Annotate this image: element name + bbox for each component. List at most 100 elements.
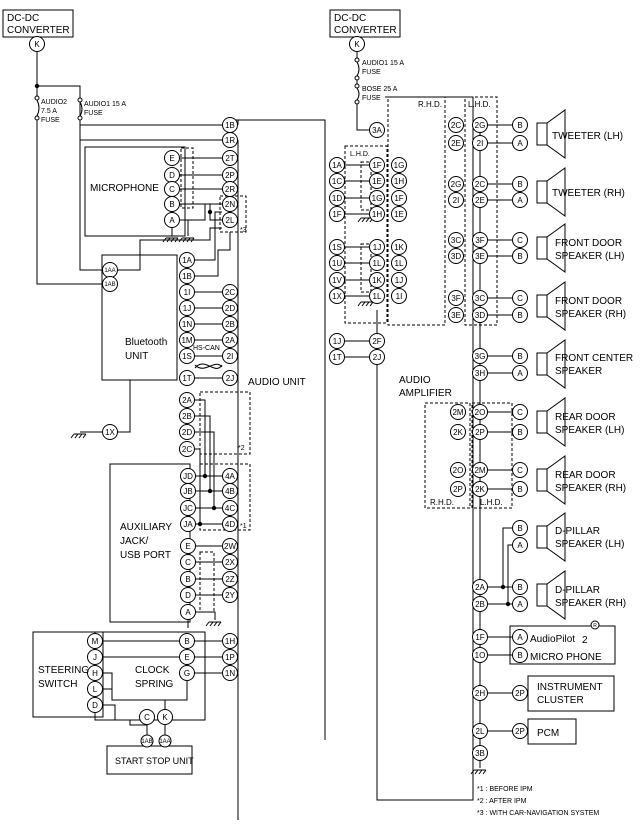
wire — [118, 227, 222, 271]
rhd-label: R.H.D. — [418, 100, 442, 109]
speaker-pin — [512, 579, 528, 595]
steering-pin-label: H — [92, 669, 98, 678]
clock-spring-pin — [179, 633, 195, 649]
fuse-symbol — [356, 87, 360, 101]
junction-dot — [34, 83, 40, 89]
rear-door-rh-speaker-cone — [546, 455, 566, 505]
amp-input-pin-label: 1K — [394, 243, 404, 252]
amp-input-pin-label: 1J — [395, 276, 403, 285]
wire — [180, 203, 222, 221]
fuse-symbol — [36, 99, 40, 117]
speaker-label: SPEAKER — [555, 366, 602, 377]
microphone-pin-label: D — [169, 171, 175, 180]
amp-input-pin-label: 1H — [394, 177, 404, 186]
speaker-pin — [512, 596, 528, 612]
amp-input-pin — [369, 206, 385, 222]
audio-unit-clock-pin-label: 1N — [225, 669, 235, 678]
amp-input-pin-label: 1X — [332, 292, 342, 301]
rhd-pin-label: 3E — [451, 311, 461, 320]
microphone-pin-label: B — [169, 200, 174, 209]
rhd-pin-label: 3D — [451, 252, 461, 261]
speaker-pin-label: B — [517, 252, 522, 261]
aux-pin-label: JC — [183, 504, 193, 513]
bluetooth-label: UNIT — [125, 351, 148, 362]
converter-left-pin — [29, 36, 45, 52]
fuse-terminal — [354, 57, 360, 63]
audio-unit-mic-pin-label: 2L — [226, 216, 235, 225]
audio-unit-aux-pin-label: 2X — [225, 558, 235, 567]
front-center-speaker-cone — [546, 339, 566, 389]
audio-unit-mic-pin — [222, 212, 238, 228]
audiopilot-sup: 2 — [582, 635, 588, 646]
speaker-pin — [512, 537, 528, 553]
speaker-pin-label: A — [517, 541, 523, 550]
steering-pin-label: L — [93, 685, 98, 694]
speaker-label: TWEETER (RH) — [552, 188, 625, 199]
lhd-pin-label: 2E — [475, 196, 485, 205]
clock-spring-pin-label: G — [184, 669, 190, 678]
amp-input-pin-label: 1L — [395, 259, 404, 268]
audio-unit-bt-pin-label: 2B — [225, 320, 235, 329]
bluetooth-pin — [179, 284, 195, 300]
amp-input-pin-label: 2F — [372, 337, 381, 346]
rear-door-lh-speaker-cone — [546, 397, 566, 447]
lhd-box — [464, 96, 498, 326]
amp-input-pin-label: 1S — [332, 243, 342, 252]
bluetooth-power-pin — [102, 276, 118, 292]
speaker-pin — [512, 481, 528, 497]
audio-unit-aux-pin — [222, 483, 238, 499]
lhd-label: L.H.D. — [480, 498, 503, 507]
ground-symbol — [357, 301, 362, 307]
speaker-label: FRONT DOOR — [555, 296, 622, 307]
rear-rhd-pin — [450, 481, 466, 497]
pcm-pin — [512, 723, 528, 739]
d-pillar-pin — [472, 579, 488, 595]
rhd-box — [387, 96, 446, 326]
aux-pin-label: A — [185, 608, 191, 617]
fuse-audio1-left-label: FUSE — [84, 110, 103, 117]
start-stop-label: START STOP UNIT — [115, 756, 194, 766]
lhd-label: L.H.D. — [468, 100, 491, 109]
amp-input-pin — [391, 288, 407, 304]
amplifier-label: AMPLIFIER — [399, 388, 452, 399]
audio-unit-bt-pin — [222, 284, 238, 300]
footnote-mark: *3 — [240, 227, 247, 234]
speaker-pin — [512, 348, 528, 364]
steering-pin — [87, 665, 103, 681]
instrument-label: INSTRUMENT — [537, 682, 603, 693]
amp-input-pin — [369, 173, 385, 189]
rhd-pin-label: 2C — [451, 121, 461, 130]
start-stop-conn-pin — [140, 734, 154, 748]
ground-symbol — [361, 301, 366, 307]
fuse-audio2-label: AUDIO2 — [41, 99, 67, 106]
ground-symbol — [74, 433, 79, 439]
wire — [36, 118, 102, 285]
speaker-label: SPEAKER (LH) — [555, 425, 624, 436]
rear-lhd-pin — [472, 481, 488, 497]
rear-lhd-pin — [472, 424, 488, 440]
pcm-pin-label: 2P — [515, 727, 525, 736]
speaker-pin — [512, 135, 528, 151]
audio-unit-aux-pin — [222, 516, 238, 532]
microphone-label: MICROPHONE — [90, 183, 159, 194]
bluetooth-pin-label: 1N — [182, 320, 192, 329]
fuse-terminal — [34, 115, 40, 121]
amplifier-pin-3a-label: 3A — [372, 126, 382, 135]
rhd-pin — [448, 176, 464, 192]
wire — [115, 719, 147, 726]
audio-unit-ipm-pin-label: 2B — [182, 412, 192, 421]
fuse-audio1-left-label: AUDIO1 15 A — [84, 101, 126, 108]
audio-unit-clock-pin-label: 1H — [225, 637, 235, 646]
rhd-pin — [448, 307, 464, 323]
audio-unit-bt-pin — [222, 370, 238, 386]
front-door-lh-speaker-cone — [546, 223, 566, 273]
rhd-pin-label: 3C — [451, 236, 461, 245]
aux-pin-label: E — [185, 542, 190, 551]
pcm-pin-label: 2L — [476, 727, 485, 736]
converter-left-title: CONVERTER — [7, 25, 70, 36]
amplifier-pin-3a — [369, 122, 385, 138]
amp-input-pin-label: 2J — [373, 353, 381, 362]
bluetooth-pin-label: 1J — [183, 304, 191, 313]
footnote-mark: *1 — [240, 523, 247, 530]
converter-right-pin — [349, 36, 365, 52]
